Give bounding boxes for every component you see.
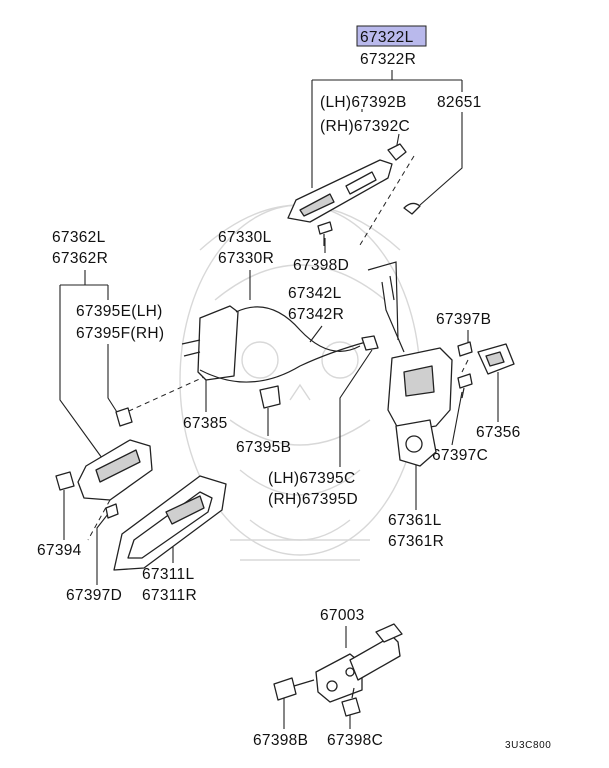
leader-lines xyxy=(59,70,499,729)
screw-67397D xyxy=(105,503,119,519)
label-67395C[interactable]: (LH)67395C xyxy=(268,470,355,487)
label-67361R[interactable]: 67361R xyxy=(388,533,444,550)
label-67397B[interactable]: 67397B xyxy=(436,311,491,328)
inside-handle-holder-67362 xyxy=(77,407,153,501)
screw-67397C xyxy=(457,373,473,399)
label-67311L[interactable]: 67311L xyxy=(142,566,194,583)
assembly-dash-lines xyxy=(87,155,469,541)
part-labels: 67322L 67322R (LH)67392B (RH)67392C 8265… xyxy=(37,29,551,751)
label-67395E[interactable]: 67395E(LH) xyxy=(76,303,163,320)
label-67398C[interactable]: 67398C xyxy=(327,732,383,749)
door-latch-67361 xyxy=(361,335,453,467)
label-67397D[interactable]: 67397D xyxy=(66,587,122,604)
label-67385[interactable]: 67385 xyxy=(183,415,228,432)
label-67330L[interactable]: 67330L xyxy=(218,229,272,246)
label-67342L[interactable]: 67342L xyxy=(288,285,342,302)
label-67392B[interactable]: (LH)67392B xyxy=(320,94,407,111)
label-67003[interactable]: 67003 xyxy=(320,607,365,624)
clip-67395B xyxy=(259,385,281,409)
label-67394[interactable]: 67394 xyxy=(37,542,82,559)
screw-67397B xyxy=(457,341,473,357)
label-67362R[interactable]: 67362R xyxy=(52,250,108,267)
bolt-67398B xyxy=(273,677,315,701)
label-67361L[interactable]: 67361L xyxy=(388,512,442,529)
label-67330R[interactable]: 67330R xyxy=(218,250,274,267)
label-67392C[interactable]: (RH)67392C xyxy=(320,118,410,135)
striker-67356 xyxy=(477,343,515,375)
label-67397C[interactable]: 67397C xyxy=(432,447,488,464)
label-67395D[interactable]: (RH)67395D xyxy=(268,491,358,508)
label-67398B[interactable]: 67398B xyxy=(253,732,308,749)
cap-67394 xyxy=(55,471,75,491)
label-67398D[interactable]: 67398D xyxy=(293,257,349,274)
inside-handle-bezel-67311 xyxy=(113,475,227,571)
label-67342R[interactable]: 67342R xyxy=(288,306,344,323)
screw-67398D xyxy=(317,221,333,246)
label-67395B[interactable]: 67395B xyxy=(236,439,291,456)
door-check-67003 xyxy=(315,623,403,703)
highlight-box-67322L xyxy=(356,25,427,47)
label-67311R[interactable]: 67311R xyxy=(142,587,197,604)
label-67356[interactable]: 67356 xyxy=(476,424,521,441)
label-67322L[interactable]: 67322L xyxy=(360,29,414,46)
label-82651[interactable]: 82651 xyxy=(437,94,482,111)
diagram-code: 3U3C800 xyxy=(505,740,551,751)
label-67362L[interactable]: 67362L xyxy=(52,229,106,246)
label-67395F[interactable]: 67395F(RH) xyxy=(76,325,164,342)
bolt-67398C xyxy=(341,687,361,717)
latch-rods xyxy=(367,261,405,353)
outside-door-handle xyxy=(287,143,421,223)
label-67322R[interactable]: 67322R xyxy=(360,51,416,68)
cable-bracket-67385 xyxy=(181,305,367,383)
